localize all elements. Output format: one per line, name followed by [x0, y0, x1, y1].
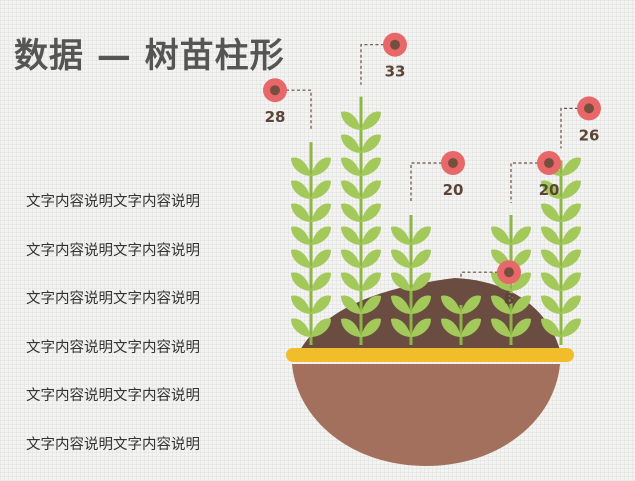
value-label: 28: [265, 108, 286, 126]
value-label: 20: [443, 181, 464, 199]
leaf: [291, 181, 311, 199]
leaf: [361, 112, 381, 130]
leaf: [341, 181, 361, 199]
value-marker: 20: [511, 151, 561, 203]
marker-center: [448, 158, 458, 168]
leaf: [391, 227, 411, 245]
value-marker: 33: [361, 33, 407, 85]
value-marker: 28: [263, 78, 311, 130]
leaf: [561, 250, 581, 268]
leaf: [561, 181, 581, 199]
pot-rim: [286, 348, 574, 362]
leaf: [541, 296, 561, 314]
value-label: 8: [504, 290, 514, 308]
leaf: [341, 135, 361, 153]
leaf: [541, 250, 561, 268]
leaf: [561, 204, 581, 222]
marker-center: [504, 267, 514, 277]
leaf: [361, 181, 381, 199]
sapling-bar-chart: 28 33 20 8 20 26: [0, 0, 635, 466]
leaf: [491, 227, 511, 245]
value-label: 33: [385, 63, 406, 81]
leaf: [361, 158, 381, 176]
leaf: [561, 273, 581, 291]
sapling-stem: [410, 215, 413, 345]
soil-mound: [300, 278, 560, 350]
sapling-stem: [560, 160, 563, 345]
leaf: [311, 181, 331, 199]
leaf: [511, 227, 531, 245]
leaf: [361, 135, 381, 153]
leaf: [311, 273, 331, 291]
leaf: [561, 227, 581, 245]
leaf: [311, 204, 331, 222]
leaf: [361, 250, 381, 268]
leaf: [341, 273, 361, 291]
leaf: [361, 204, 381, 222]
leaf: [341, 227, 361, 245]
marker-center: [584, 103, 594, 113]
leaf: [411, 227, 431, 245]
marker-center: [390, 40, 400, 50]
leaf: [361, 227, 381, 245]
leaf: [561, 158, 581, 176]
leaf: [411, 250, 431, 268]
sapling-bar: [291, 142, 331, 345]
leaf: [291, 250, 311, 268]
leaf: [341, 112, 361, 130]
leaf: [291, 158, 311, 176]
value-marker: 20: [411, 151, 465, 203]
leaf: [291, 296, 311, 314]
leaf: [541, 273, 561, 291]
leaf: [391, 250, 411, 268]
leaf: [341, 250, 361, 268]
leaf: [541, 227, 561, 245]
sapling-bar: [391, 215, 431, 345]
leaf: [361, 273, 381, 291]
leaf: [291, 273, 311, 291]
value-label: 26: [579, 126, 600, 144]
leaf: [561, 296, 581, 314]
marker-center: [270, 85, 280, 95]
marker-center: [544, 158, 554, 168]
leaf: [291, 204, 311, 222]
leaf: [311, 158, 331, 176]
value-label: 20: [539, 181, 560, 199]
leaf: [291, 319, 311, 337]
leaf: [341, 204, 361, 222]
sapling-bar: [341, 97, 381, 345]
leaf: [541, 204, 561, 222]
leaf: [311, 227, 331, 245]
leaf: [311, 250, 331, 268]
value-marker: 26: [561, 96, 601, 148]
leaf: [391, 273, 411, 291]
leaf: [291, 227, 311, 245]
leaf: [341, 158, 361, 176]
pot: [292, 364, 560, 466]
leaf: [561, 319, 581, 337]
leaf: [311, 296, 331, 314]
